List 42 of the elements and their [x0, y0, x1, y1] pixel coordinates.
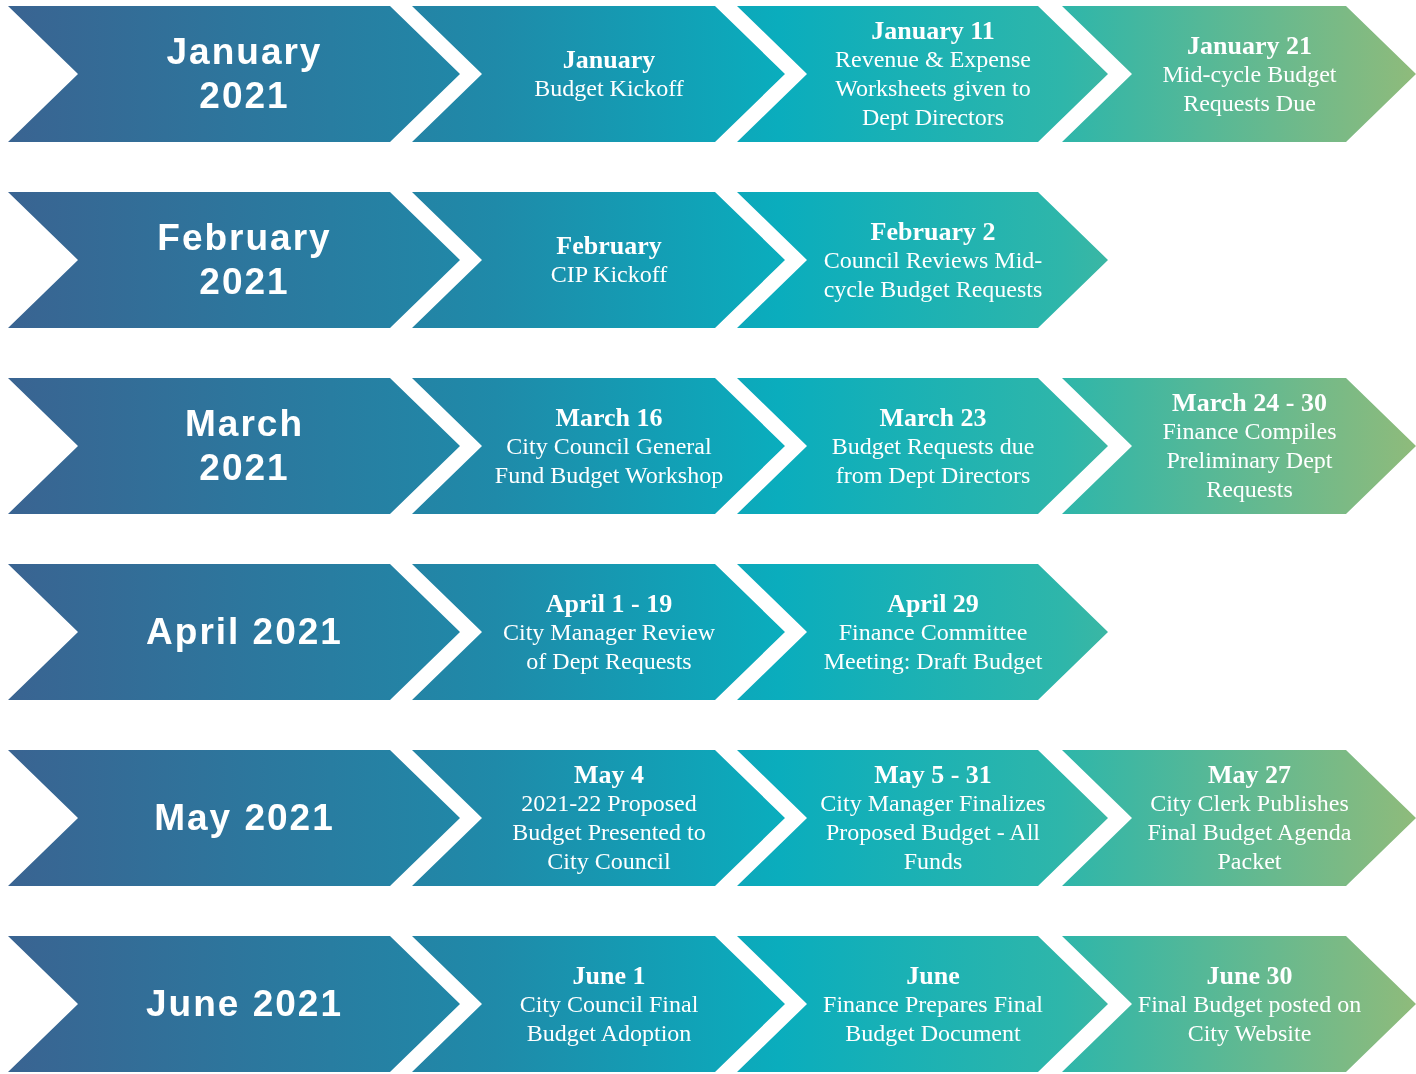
- date-heading: June: [906, 960, 960, 990]
- event-text: Council Reviews Mid-cycle Budget Requests: [822, 245, 1044, 304]
- event-text: 2021-22 Proposed Budget Presented to City Council: [511, 789, 707, 876]
- month-label: April 2021: [145, 610, 344, 654]
- chevron-shape: [1062, 378, 1416, 514]
- event-text: Revenue & Expense Worksheets given to Dept Directors: [834, 45, 1032, 132]
- date-heading: May 27: [1207, 760, 1291, 789]
- event-text: Budget Kickoff: [534, 74, 684, 103]
- date-heading: March 24 - 30: [1172, 388, 1327, 417]
- date-heading: January 11: [871, 16, 995, 45]
- date-heading: May 5 - 31: [874, 760, 992, 789]
- date-heading: May 4: [573, 760, 644, 789]
- chevron-shape: [1062, 6, 1416, 142]
- event-text: City Clerk Publishes Final Budget Agenda Packet: [1146, 789, 1353, 876]
- chevron-shape: [1062, 936, 1416, 1072]
- event-text: Finance Prepares Final Budget Document: [822, 989, 1044, 1048]
- event-text: City Council General Fund Budget Workshop: [493, 431, 725, 490]
- date-heading: February: [556, 231, 662, 260]
- date-heading: June 30: [1206, 960, 1293, 990]
- event-text: City Council Final Budget Adoption: [518, 989, 700, 1048]
- event-text: Finance Committee Meeting: Draft Budget: [822, 617, 1044, 676]
- date-heading: March 16: [555, 402, 663, 432]
- date-heading: January: [562, 45, 656, 74]
- event-text: CIP Kickoff: [550, 260, 668, 289]
- date-heading: June 1: [572, 960, 646, 990]
- date-heading: April 29: [887, 588, 979, 618]
- month-label: March 2021: [184, 402, 305, 490]
- chevron-shape: [1062, 750, 1416, 886]
- date-heading: February 2: [870, 216, 996, 246]
- date-heading: April 1 - 19: [545, 588, 673, 618]
- month-label: February 2021: [156, 216, 333, 304]
- event-text: Budget Requests due from Dept Directors: [830, 431, 1036, 490]
- month-label: June 2021: [145, 982, 344, 1026]
- month-label: May 2021: [153, 796, 336, 840]
- event-text: Final Budget posted on City Website: [1136, 989, 1363, 1048]
- month-label: January 2021: [165, 30, 324, 118]
- event-text: Mid-cycle Budget Requests Due: [1161, 59, 1338, 118]
- event-text: City Manager Finalizes Proposed Budget - All Funds: [819, 789, 1047, 876]
- event-text: City Manager Review of Dept Requests: [502, 617, 716, 676]
- date-heading: March 23: [879, 402, 987, 432]
- event-text: Finance Compiles Preliminary Dept Requests: [1161, 417, 1338, 504]
- date-heading: January 21: [1187, 30, 1312, 60]
